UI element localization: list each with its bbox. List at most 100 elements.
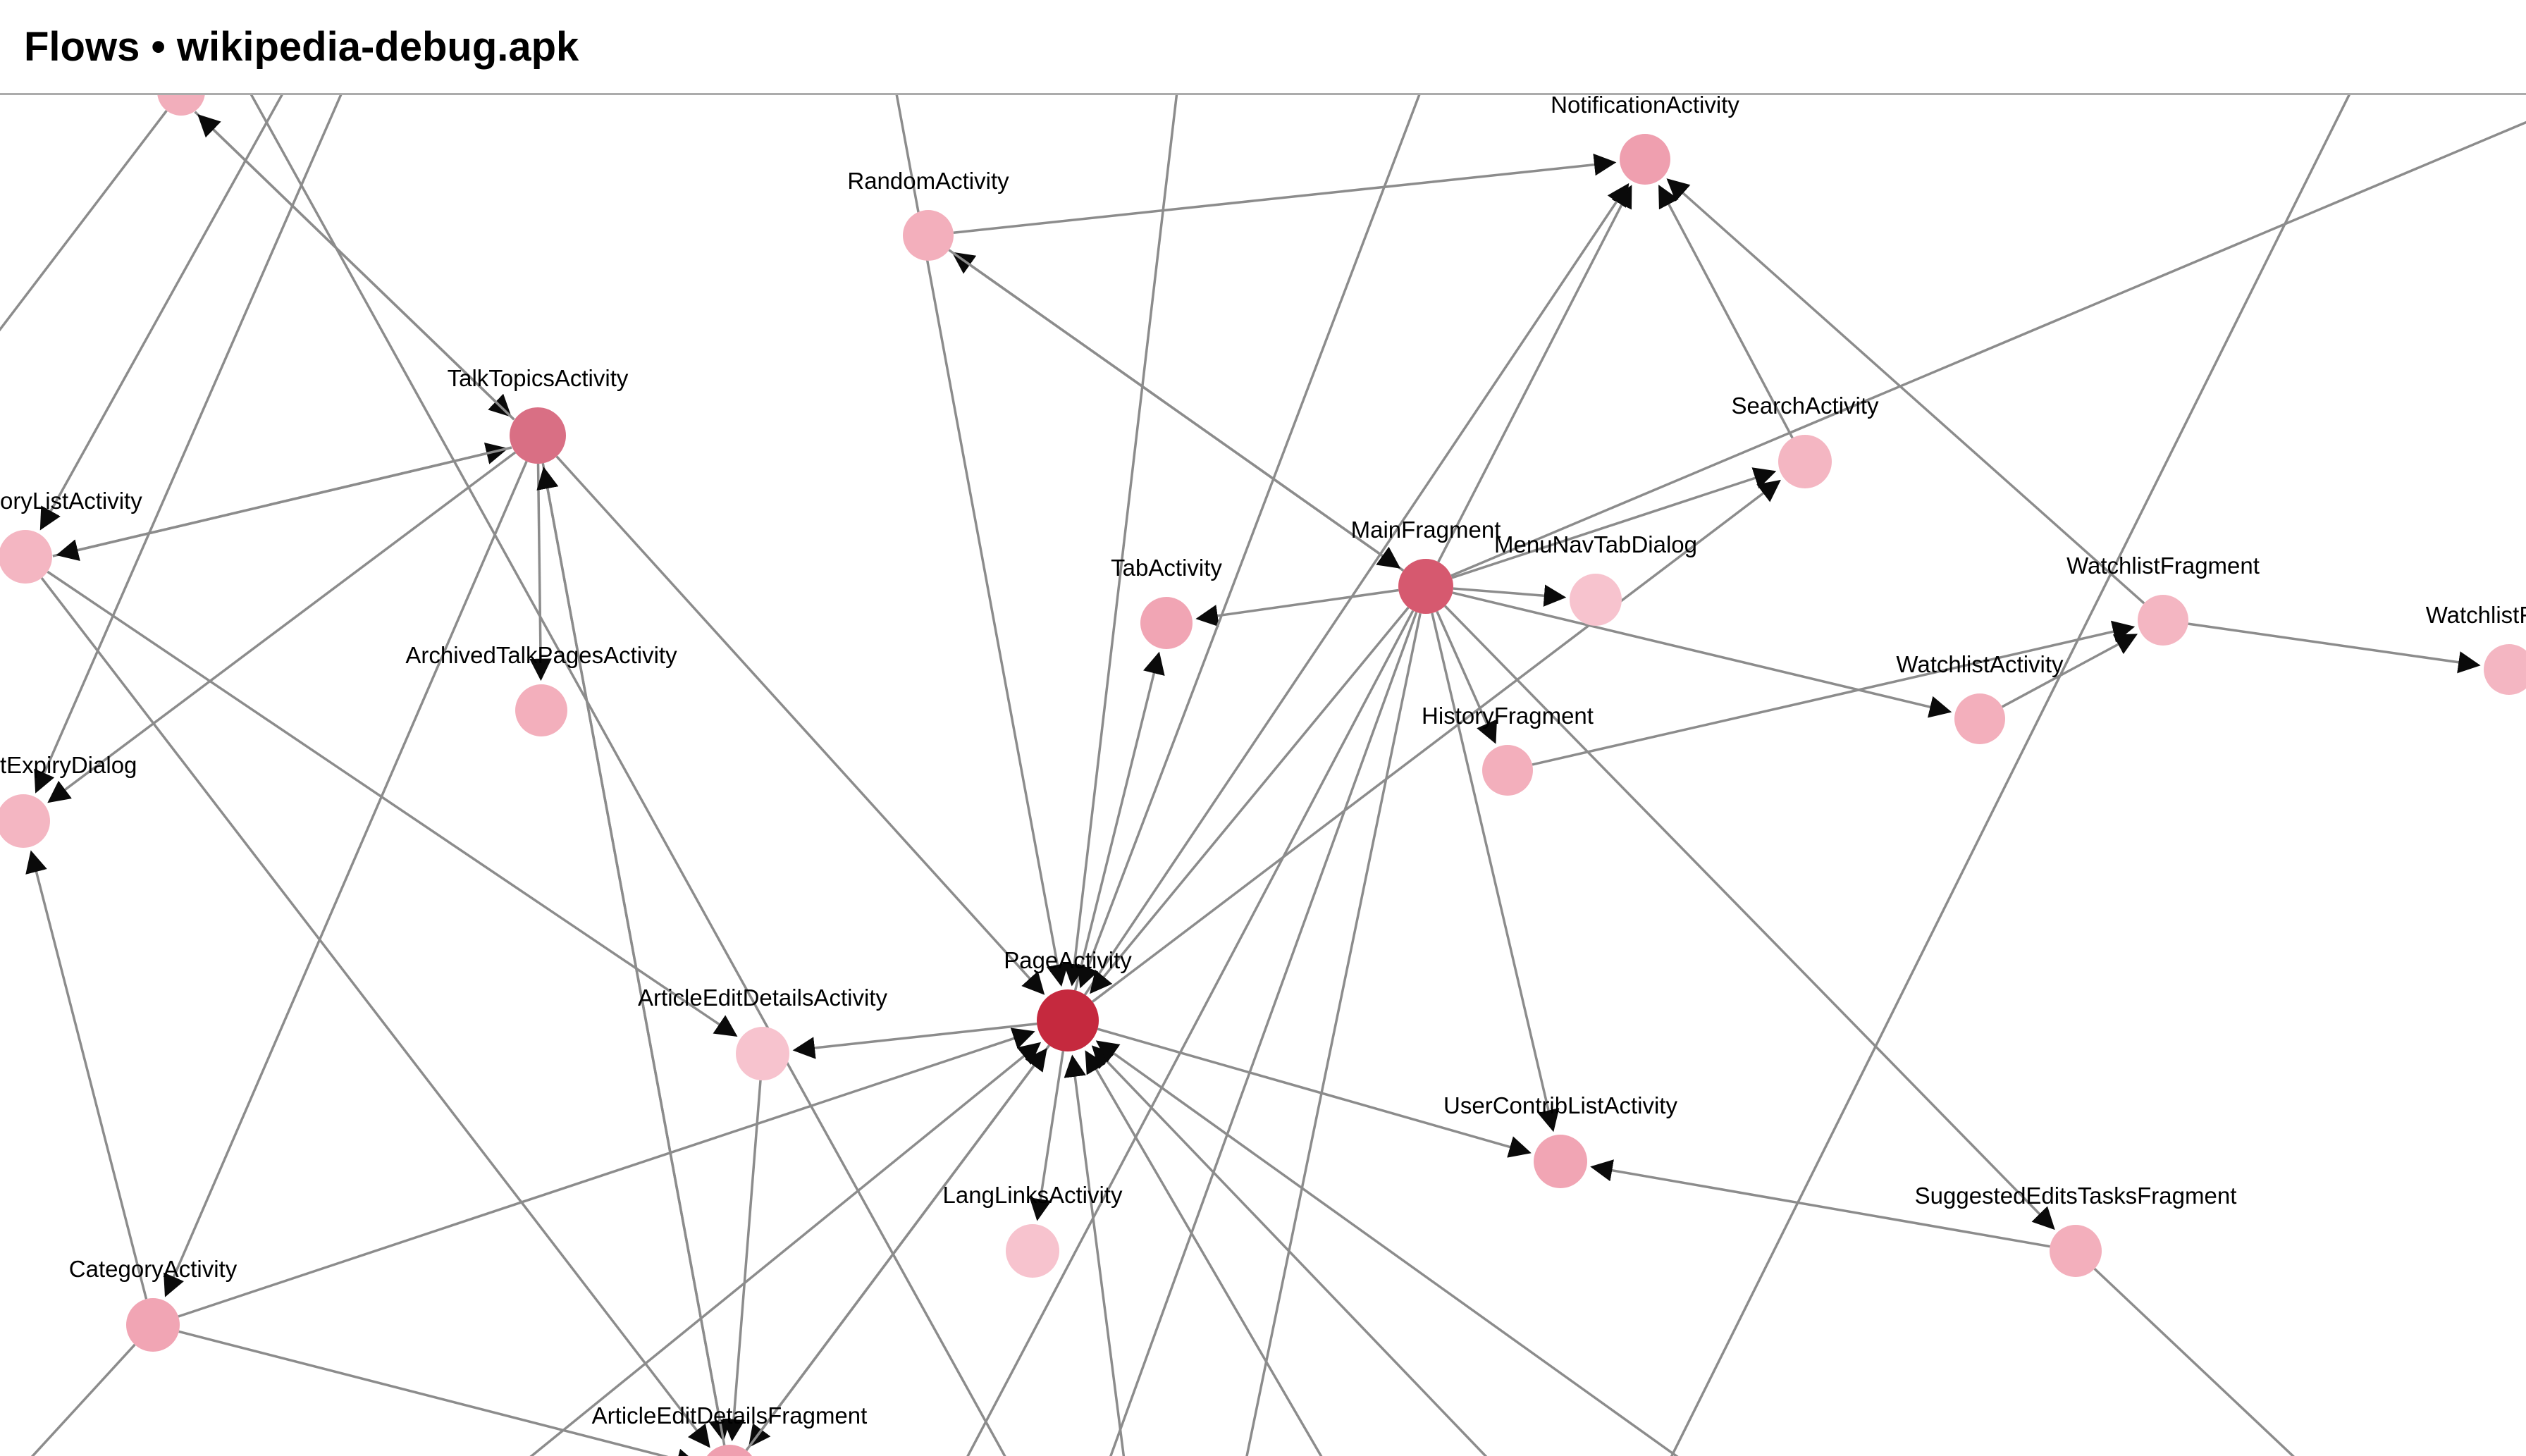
flow-edge — [47, 570, 738, 1037]
flow-edge — [966, 610, 1415, 1456]
graph-node-ArchivedTalkPagesActivity[interactable] — [515, 684, 567, 736]
graph-node-HistoryFragment[interactable] — [1482, 745, 1533, 796]
node-label: TalkTopicsActivity — [448, 365, 629, 391]
flow-edge — [1437, 185, 1632, 563]
flow-edge — [197, 114, 515, 421]
flow-edge — [1245, 612, 1422, 1456]
graph-node-oryListActivity[interactable] — [0, 530, 52, 584]
flow-edge — [536, 467, 726, 1445]
graph-node-SuggestedEditsTasksFragment[interactable] — [2050, 1225, 2102, 1277]
graph-node-MenuNavTabDialog[interactable] — [1570, 574, 1622, 626]
flow-edge — [40, 577, 710, 1448]
flow-edge — [1063, 0, 1190, 987]
flow-edge — [1092, 479, 1781, 1003]
flow-edge — [34, 0, 384, 794]
flow-edge — [30, 1343, 136, 1456]
flow-edge — [1195, 588, 1399, 627]
node-label: UserContribListActivity — [1443, 1092, 1677, 1118]
node-label: WatchlistFragment — [2066, 553, 2260, 579]
node-label: ArticleEditDetailsActivity — [638, 985, 887, 1011]
flow-edge — [1091, 1045, 1488, 1456]
node-label: SuggestedEditsTasksFragment — [1915, 1183, 2237, 1209]
graph-node-SearchActivity[interactable] — [1778, 435, 1832, 488]
flow-edge — [1431, 612, 1560, 1133]
graph-node-WatchlistActivity[interactable] — [1954, 693, 2005, 744]
flow-edge — [745, 1048, 1047, 1452]
node-label: TabActivity — [1111, 555, 1222, 581]
flow-edge — [25, 850, 148, 1300]
flow-edge — [2093, 1268, 2295, 1456]
flow-edge — [0, 109, 168, 332]
node-label: LangLinksActivity — [943, 1182, 1123, 1208]
flow-edge — [529, 463, 552, 681]
flow-edge — [1666, 178, 2145, 605]
flow-edge — [1090, 606, 1410, 994]
node-label: ArchivedTalkPagesActivity — [405, 642, 677, 668]
flow-edge — [1670, 0, 2398, 1456]
flow-edge — [555, 455, 1045, 995]
flow-edge — [1095, 1040, 1679, 1456]
flow-edge — [197, 0, 1006, 1456]
flow-edge — [953, 153, 1617, 234]
node-label: NotificationActivity — [1551, 92, 1739, 118]
page-title: Flows • wikipedia-debug.apk — [24, 23, 579, 70]
flow-edge — [1452, 591, 1952, 718]
graph-node-WatchlistFragment[interactable] — [2138, 595, 2188, 646]
flow-edge — [1658, 185, 1794, 439]
flow-edge — [529, 1042, 1042, 1456]
graph-node-MainFragment[interactable] — [1398, 559, 1453, 614]
flow-edge — [1590, 1159, 2050, 1248]
flow-edge — [1532, 620, 2136, 766]
flow-edge — [1450, 121, 2526, 577]
node-label: WatchlistActivity — [1896, 651, 2064, 677]
flow-edge — [948, 249, 1401, 569]
flow-edge — [2001, 634, 2138, 708]
graph-node-RandomActivity[interactable] — [903, 210, 954, 261]
flow-edge — [1085, 1050, 1323, 1456]
flow-edge — [722, 1080, 762, 1442]
flow-edge — [877, 0, 1068, 987]
node-label: tExpiryDialog — [0, 752, 137, 778]
node-label: oryListActivity — [0, 488, 142, 514]
node-label: WatchlistFilt — [2426, 602, 2526, 628]
flow-edge — [1444, 605, 2055, 1230]
graph-node-ArticleEditDetailsFragment[interactable] — [701, 1445, 758, 1456]
node-label: RandomActivity — [847, 168, 1009, 194]
flow-edge — [2188, 622, 2481, 674]
node-label: MenuNavTabDialog — [1494, 531, 1697, 557]
graph-node-TabActivity[interactable] — [1140, 597, 1193, 649]
flow-edge — [792, 1023, 1037, 1059]
graph-node-TalkTopicsActivity[interactable] — [510, 407, 566, 464]
flow-edge — [178, 1028, 1035, 1318]
flow-edge — [1084, 183, 1629, 996]
graph-node-WatchlistFilt[interactable] — [2484, 644, 2526, 695]
node-label: PageActivity — [1004, 947, 1132, 973]
graph-node-LangLinksActivity[interactable] — [1006, 1224, 1059, 1278]
node-label: MainFragment — [1351, 517, 1501, 543]
flow-edge — [1453, 584, 1567, 607]
graph-node-NotificationActivity[interactable] — [1620, 134, 1670, 185]
flow-edge — [1097, 1028, 1532, 1158]
flow-edge — [164, 461, 528, 1297]
flow-edge — [1073, 651, 1165, 991]
flow-edge — [56, 446, 512, 561]
flow-edge — [1029, 1051, 1065, 1221]
graph-node-ArticleEditDetailsActivity[interactable] — [736, 1027, 789, 1080]
flow-edge — [178, 1330, 699, 1456]
flow-edge — [1077, 0, 1457, 989]
flow-edge — [1109, 612, 1418, 1456]
node-label: HistoryFragment — [1422, 703, 1594, 729]
flow-edge — [1451, 467, 1777, 579]
graph-node-PageActivity[interactable] — [1037, 989, 1099, 1051]
title-bar: Flows • wikipedia-debug.apk — [0, 0, 2526, 95]
graph-node-tExpiryDialog[interactable] — [0, 794, 50, 848]
graph-node-UserContribListActivity[interactable] — [1534, 1135, 1587, 1188]
graph-node-CategoryActivity[interactable] — [126, 1298, 180, 1352]
node-label: ArticleEditDetailsFragment — [592, 1402, 868, 1429]
node-label: CategoryActivity — [69, 1256, 238, 1282]
flow-edge — [1436, 610, 1498, 744]
node-label: SearchActivity — [1731, 393, 1879, 419]
flow-edge — [1064, 1054, 1126, 1456]
